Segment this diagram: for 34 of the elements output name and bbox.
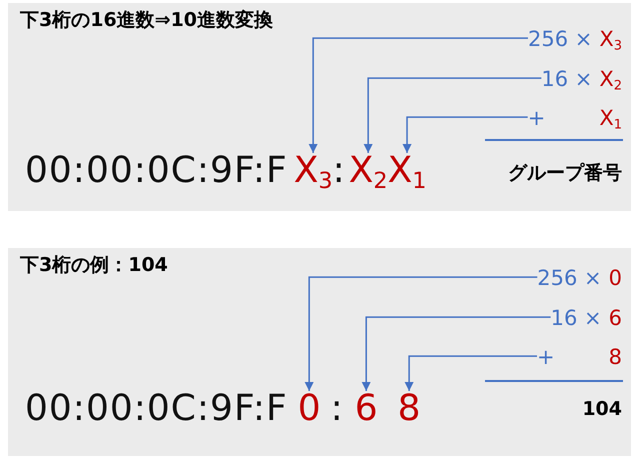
- hex-digit: 0: [608, 266, 622, 290]
- leader-arrow: [404, 355, 538, 391]
- multiplier-text: 16 ×: [541, 67, 592, 92]
- panel-title: 下3桁の16進数⇒10進数変換: [20, 9, 274, 32]
- panel-title: 下3桁の例：104: [20, 254, 168, 277]
- mac-address-text: 00:00:0C:9F:F: [25, 153, 288, 189]
- hex-digit: 6: [354, 391, 378, 427]
- leader-arrow: [402, 116, 528, 153]
- hex-digit: 0: [298, 391, 321, 427]
- hex-digit: 8: [608, 345, 622, 370]
- hex-digit: X$_{3}$: [294, 153, 333, 189]
- hex-digit: X$_{2}$: [599, 67, 622, 92]
- result-text: グループ番号: [508, 162, 622, 185]
- leader-arrow: [304, 276, 538, 391]
- hex-digit: 6: [608, 306, 622, 330]
- colon-separator: :: [332, 153, 345, 189]
- panel: [8, 248, 631, 456]
- hex-digit: X$_{1}$: [388, 153, 426, 189]
- hex-digit: X$_{1}$: [599, 106, 622, 130]
- multiplier-text: 16 ×: [550, 306, 602, 330]
- leader-arrow: [308, 37, 528, 153]
- mac-address-text: 00:00:0C:9F:F: [25, 391, 288, 427]
- hex-digit: X$_{3}$: [599, 27, 622, 52]
- colon-separator: :: [330, 391, 343, 427]
- plus-sign: +: [537, 345, 555, 370]
- hex-digit: 8: [398, 391, 421, 427]
- leader-arrow: [364, 77, 542, 153]
- panel: [8, 3, 631, 211]
- plus-sign: +: [528, 106, 546, 130]
- leader-arrow: [362, 316, 551, 391]
- hex-digit: X$_{2}$: [348, 153, 388, 189]
- result-text: 104: [582, 398, 622, 421]
- multiplier-text: 256 ×: [537, 266, 602, 290]
- multiplier-text: 256 ×: [528, 27, 592, 52]
